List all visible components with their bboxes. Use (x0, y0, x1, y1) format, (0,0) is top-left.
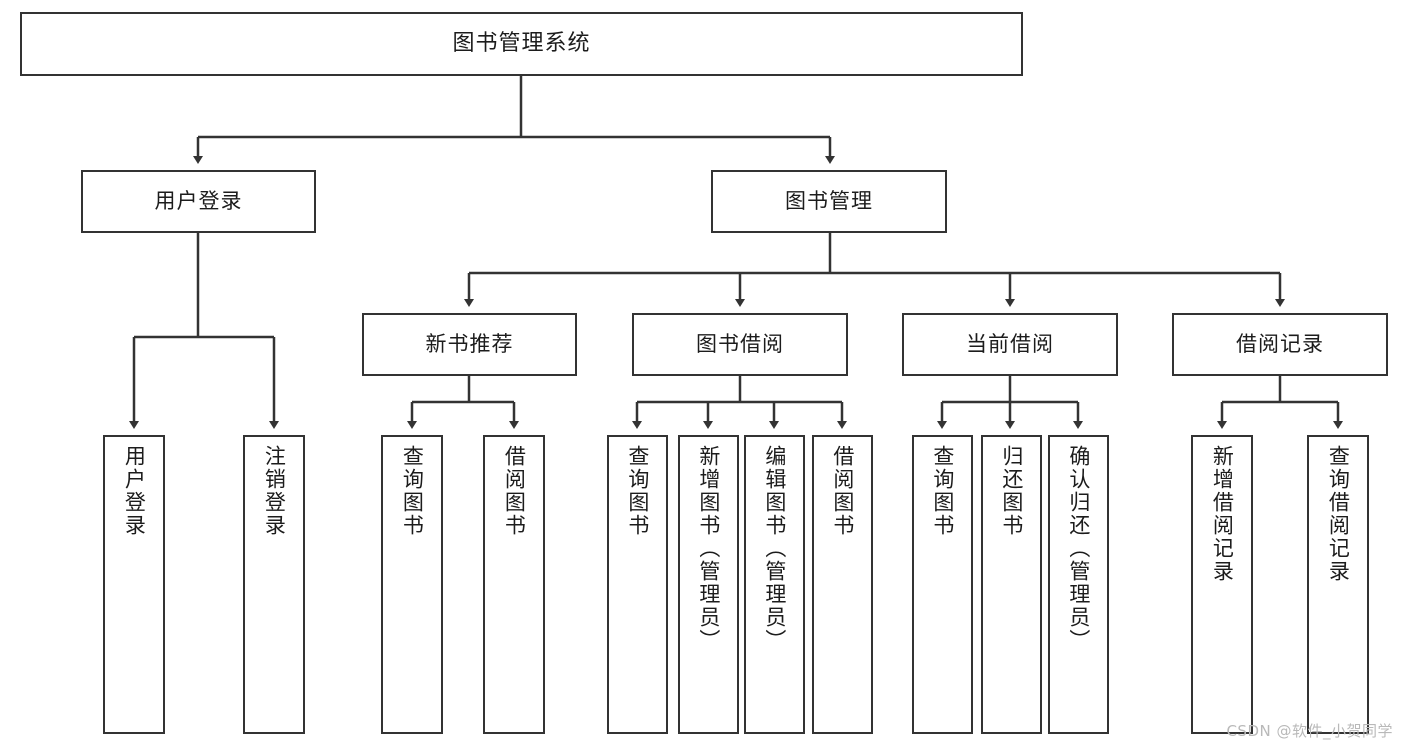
node-current-borrow[interactable]: 当前借阅 (902, 313, 1118, 376)
leaf-label: 借阅图书 (830, 445, 855, 537)
leaf-user-login-login[interactable]: 用户登录 (103, 435, 165, 734)
node-book-borrow[interactable]: 图书借阅 (632, 313, 848, 376)
leaf-label: 借阅图书 (502, 445, 527, 537)
node-root-book-management-system[interactable]: 图书管理系统 (20, 12, 1023, 76)
leaf-borrow-record-query-record[interactable]: 查询借阅记录 (1307, 435, 1369, 734)
leaf-book-borrow-edit-book-admin[interactable]: 编辑图书（管理员） (744, 435, 805, 734)
leaf-current-borrow-confirm-return-admin[interactable]: 确认归还（管理员） (1048, 435, 1109, 734)
leaf-label: 确认归还（管理员） (1066, 445, 1091, 652)
leaf-user-login-logout[interactable]: 注销登录 (243, 435, 305, 734)
node-user-login[interactable]: 用户登录 (81, 170, 316, 233)
node-new-book-recommend[interactable]: 新书推荐 (362, 313, 577, 376)
leaf-label: 查询图书 (625, 445, 650, 537)
leaf-new-book-borrow-book[interactable]: 借阅图书 (483, 435, 545, 734)
leaf-book-borrow-query-book[interactable]: 查询图书 (607, 435, 668, 734)
leaf-book-borrow-borrow-book[interactable]: 借阅图书 (812, 435, 873, 734)
leaf-borrow-record-add-record[interactable]: 新增借阅记录 (1191, 435, 1253, 734)
leaf-label: 查询图书 (930, 445, 955, 537)
leaf-label: 查询借阅记录 (1326, 445, 1351, 583)
leaf-label: 注销登录 (262, 445, 287, 537)
csdn-watermark: CSDN @软件_小贺同学 (1226, 722, 1393, 740)
leaf-current-borrow-query-book[interactable]: 查询图书 (912, 435, 973, 734)
leaf-label: 新增借阅记录 (1210, 445, 1235, 583)
node-borrow-record[interactable]: 借阅记录 (1172, 313, 1388, 376)
leaf-label: 归还图书 (999, 445, 1024, 537)
leaf-label: 编辑图书（管理员） (762, 445, 787, 652)
node-book-management[interactable]: 图书管理 (711, 170, 947, 233)
leaf-current-borrow-return-book[interactable]: 归还图书 (981, 435, 1042, 734)
leaf-label: 查询图书 (400, 445, 425, 537)
leaf-label: 用户登录 (122, 445, 147, 537)
leaf-label: 新增图书（管理员） (696, 445, 721, 652)
leaf-new-book-query-book[interactable]: 查询图书 (381, 435, 443, 734)
leaf-book-borrow-add-book-admin[interactable]: 新增图书（管理员） (678, 435, 739, 734)
